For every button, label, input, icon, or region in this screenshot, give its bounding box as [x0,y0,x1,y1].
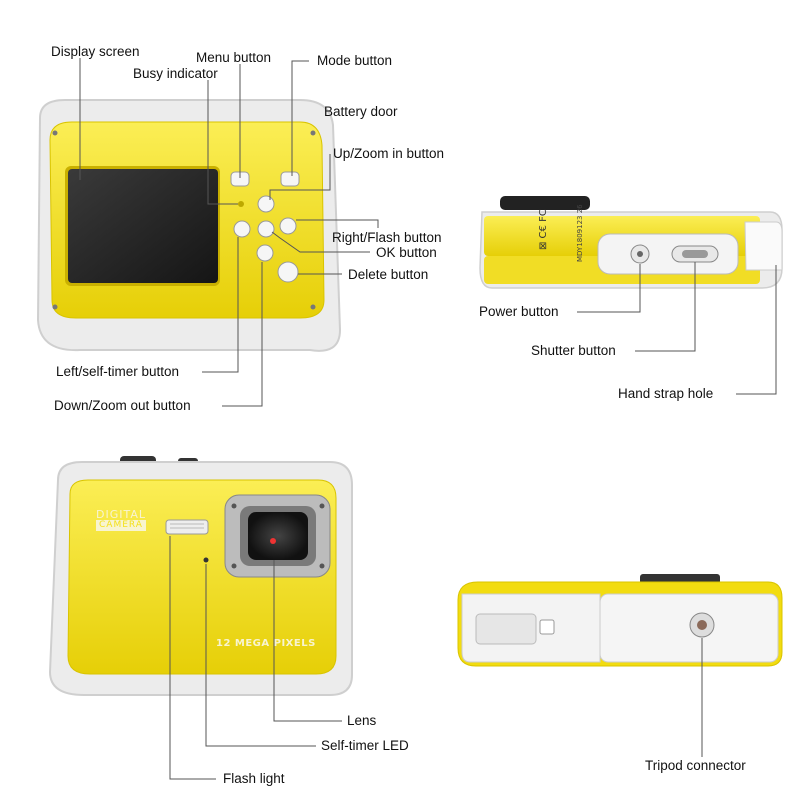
label-battery-door: Battery door [324,104,398,119]
busy-indicator-led [238,201,244,207]
label-menu-button: Menu button [196,50,272,65]
camera-digital-text: DIGITAL [96,508,147,521]
label-power-button: Power button [479,304,559,319]
camera-megapixels-text: 12 MEGA PIXELS [216,638,316,649]
camera-bottom-view [457,574,783,667]
strap-lug [744,221,783,271]
label-flash-light: Flash light [223,771,285,786]
label-left-self-timer: Left/self-timer button [56,364,180,379]
left-button [233,220,251,238]
delete-button [277,261,299,283]
label-down-zoom-out: Down/Zoom out button [54,398,191,413]
label-delete-button: Delete button [348,267,429,282]
up-button [257,195,275,213]
lens-housing-top [500,196,590,210]
label-up-zoom-in: Up/Zoom in button [333,146,445,161]
camera-serial-text: MDY1809123 26 [576,204,584,262]
self-timer-led [203,557,209,563]
camera-front-view [48,456,353,696]
leader-lines [79,58,777,780]
label-busy-indicator: Busy indicator [133,66,218,81]
camera-back-view [36,99,342,352]
flash-light [165,519,209,535]
camera-cert-marks: ⊠ C€ FC [538,209,549,250]
label-hand-strap-hole: Hand strap hole [618,386,714,401]
label-lens: Lens [347,713,377,728]
lens [248,512,308,560]
label-ok-button: OK button [376,245,437,260]
label-shutter-button: Shutter button [531,343,616,358]
display-screen [68,169,218,283]
ok-button [257,220,275,238]
label-right-flash: Right/Flash button [332,230,442,245]
label-display-screen: Display screen [51,44,140,59]
top-control-panel [597,233,739,275]
mode-button [280,171,300,187]
down-button [256,244,274,262]
camera-top-view [479,196,783,289]
label-tripod-connector: Tripod connector [645,758,746,773]
right-button [279,217,297,235]
label-mode-button: Mode button [317,53,393,68]
label-self-timer-led: Self-timer LED [321,738,409,753]
camera-camera-text: CAMERA [96,520,146,531]
